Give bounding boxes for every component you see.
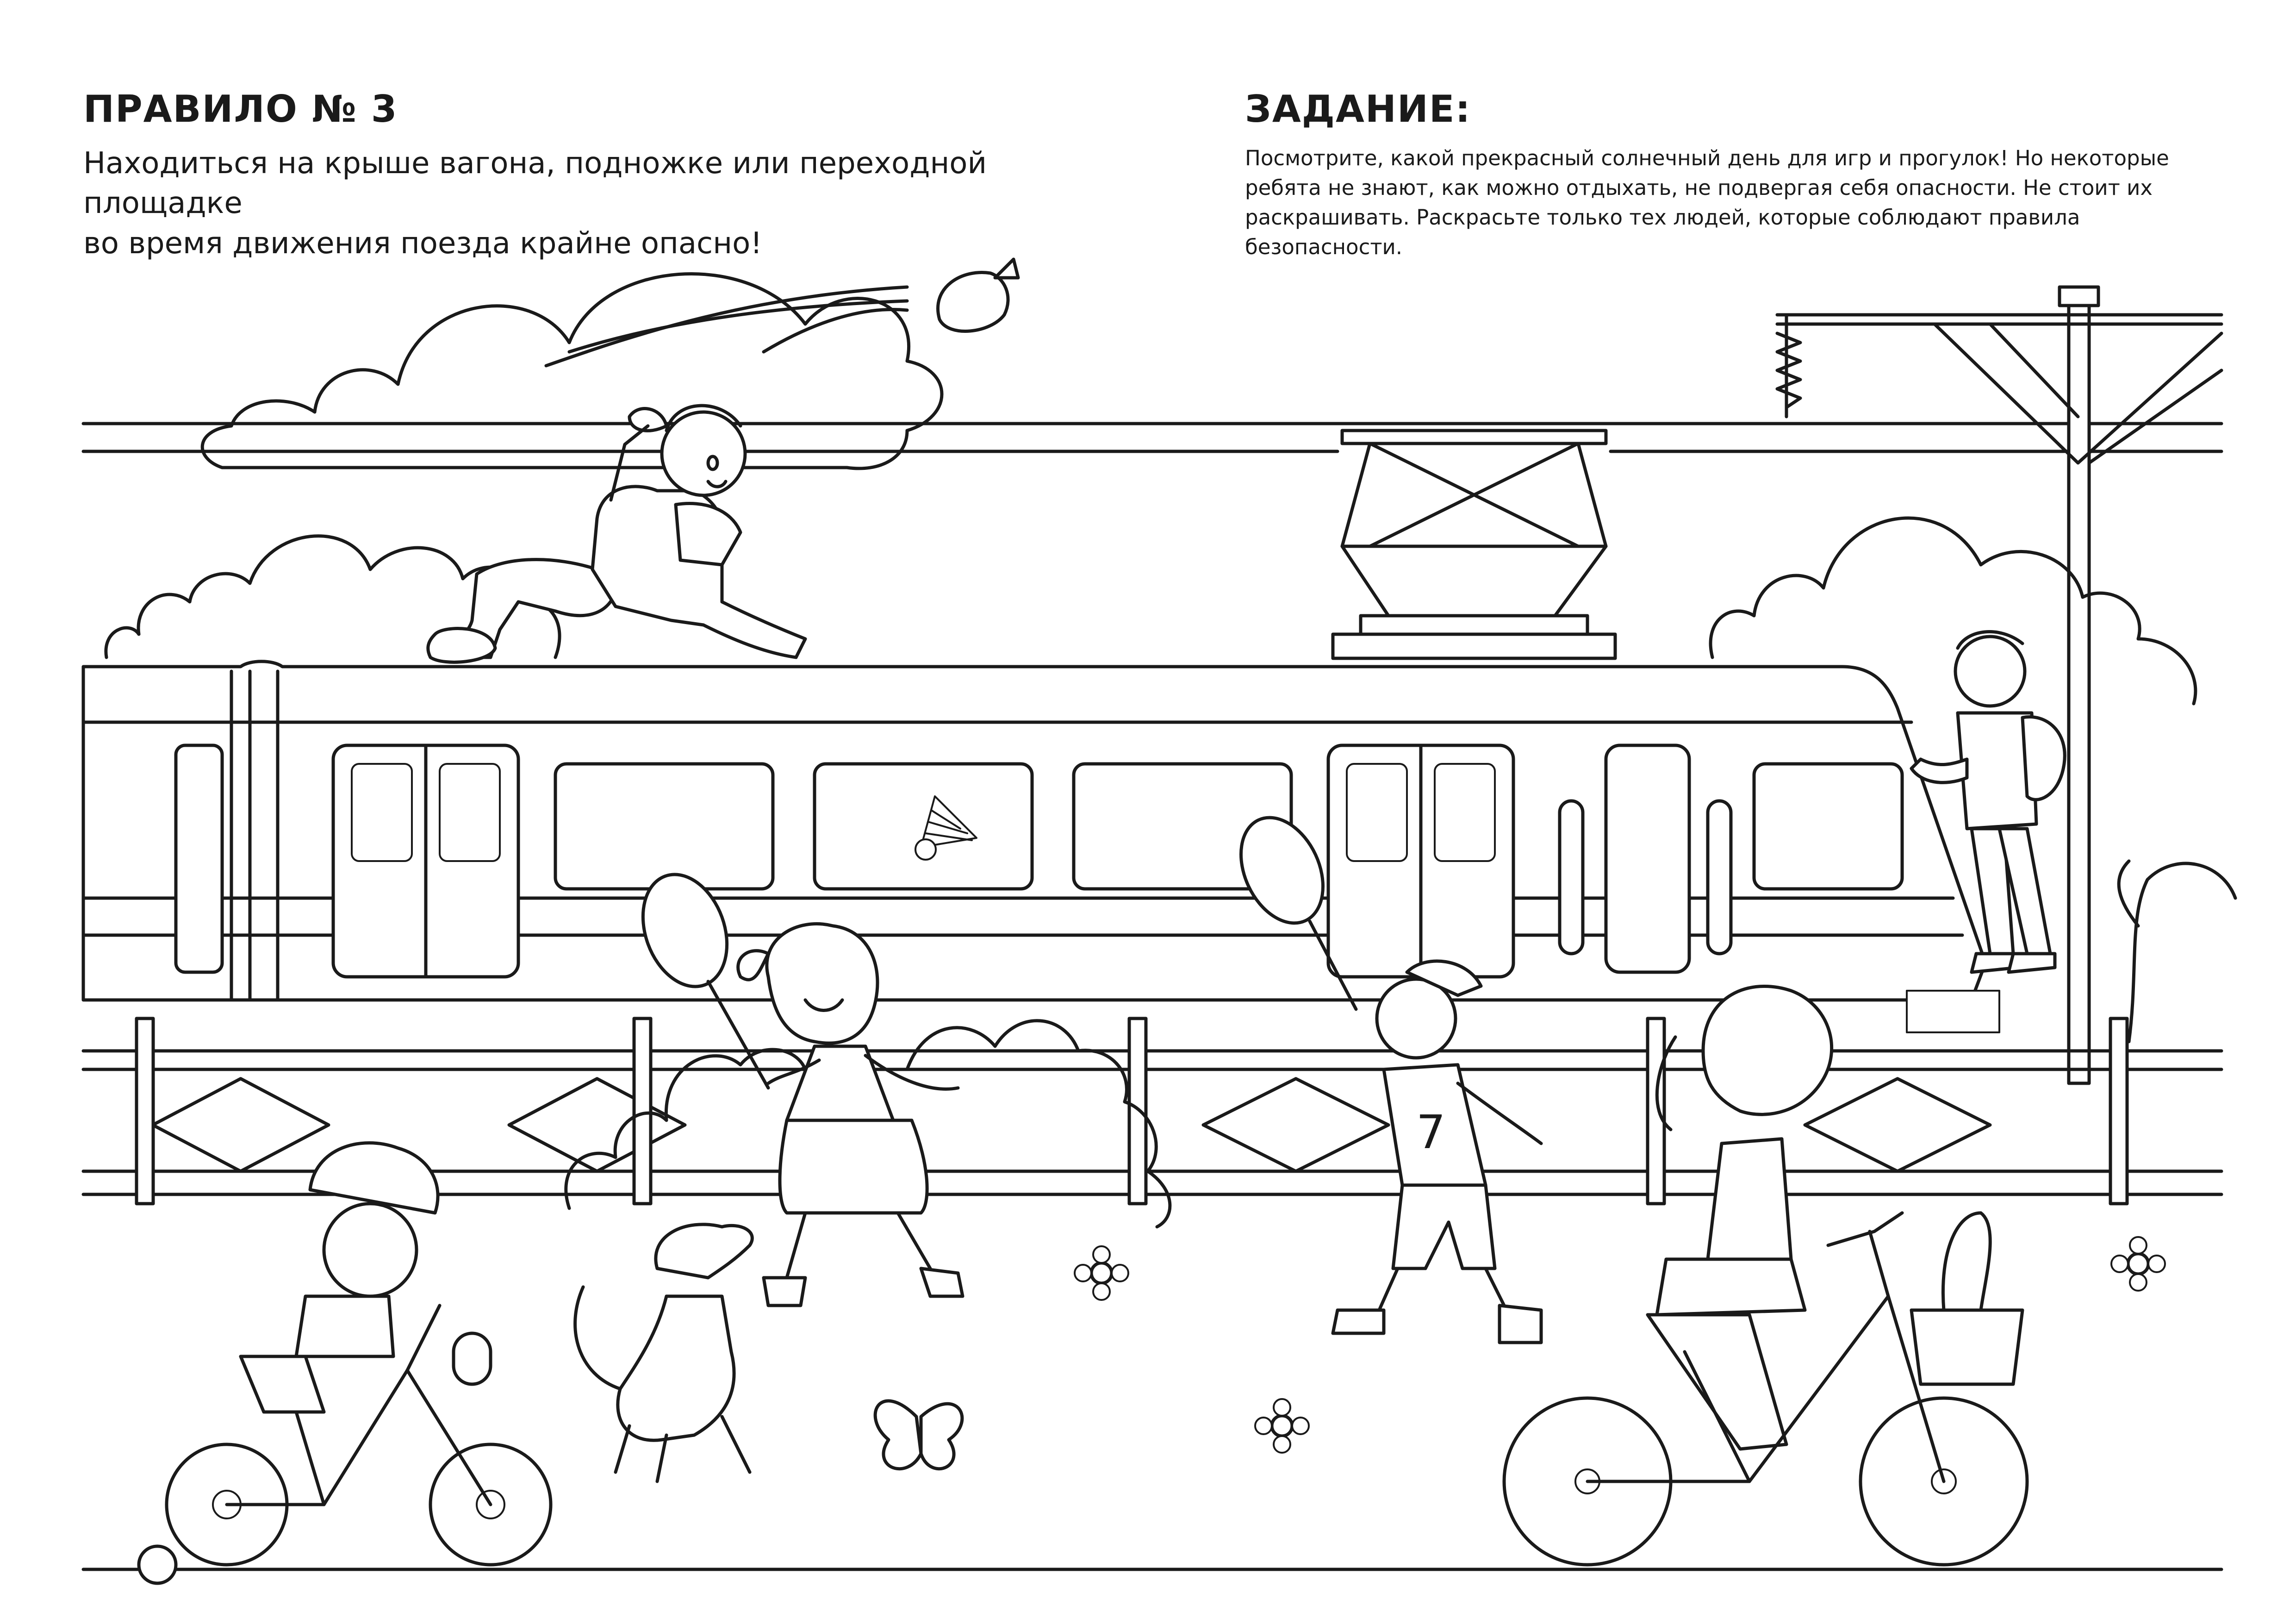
flower-icon xyxy=(1074,1245,1129,1301)
task-title: ЗАДАНИЕ: xyxy=(1245,87,1471,131)
butterfly-icon xyxy=(873,1399,964,1471)
boy-on-roof xyxy=(426,404,807,664)
overhead-wires xyxy=(81,422,2223,453)
jersey-number: 7 xyxy=(1416,1105,1446,1159)
flying-cap-icon xyxy=(544,257,1020,368)
shuttlecock-icon xyxy=(915,795,977,861)
cloud xyxy=(200,272,944,470)
flower-icon xyxy=(2110,1236,2166,1292)
tree xyxy=(2117,859,2237,1043)
boy-on-bicycle xyxy=(137,1141,553,1585)
bushes-front xyxy=(564,1019,1172,1229)
girl-on-bicycle xyxy=(1502,984,2029,1567)
rule-text-line-1: Находиться на крыше вагона, подножке или… xyxy=(83,146,987,221)
task-block: ЗАДАНИЕ: Посмотрите, какой прекрасный со… xyxy=(1245,88,2240,262)
boy-with-racket: 7 xyxy=(1239,816,1543,1344)
dog xyxy=(573,1223,754,1483)
rule-title: ПРАВИЛО № 3 xyxy=(83,87,398,131)
flower-icon xyxy=(1254,1398,1310,1454)
railway-fence xyxy=(81,1017,2223,1206)
task-text-line-1: Посмотрите, какой прекрасный солнечный д… xyxy=(1245,146,2169,170)
rule-block: ПРАВИЛО № 3 Находиться на крыше вагона, … xyxy=(83,88,1101,263)
pantograph xyxy=(1331,429,1617,660)
task-text-line-3: раскрашивать. Раскрасьте только тех люде… xyxy=(1245,205,2080,259)
rule-text-line-2: во время движения поезда крайне опасно! xyxy=(83,226,762,261)
girl-with-racket xyxy=(641,873,964,1307)
catenary-pole xyxy=(1775,285,2223,1085)
task-text-line-2: ребята не знают, как можно отдыхать, не … xyxy=(1245,175,2153,200)
train-car xyxy=(81,660,2000,1033)
boy-on-step xyxy=(1910,630,2066,974)
